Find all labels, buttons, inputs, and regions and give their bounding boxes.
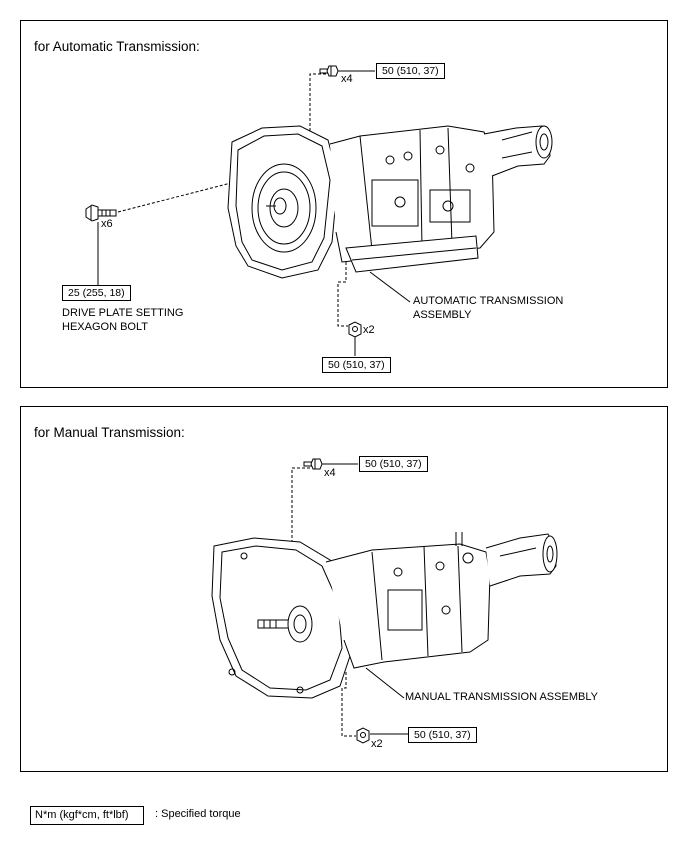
torque-legend-description: : Specified torque — [155, 808, 241, 820]
manual-assembly-leader — [365, 667, 405, 699]
auto-top-torque-box: 50 (510, 37) — [376, 63, 445, 79]
drive-plate-torque-box: 25 (255, 18) — [62, 285, 131, 301]
manual-transmission-panel: for Manual Transmission: — [20, 406, 668, 772]
auto-nut-icon — [348, 321, 362, 338]
auto-top-bolt-qty: x4 — [341, 73, 353, 85]
automatic-transmission-assembly-icon — [227, 125, 553, 279]
manual-top-bolt-icon — [303, 458, 323, 470]
manual-nut-icon — [356, 727, 370, 744]
auto-nut-dashed — [337, 262, 348, 327]
manual-nut-dashed — [341, 672, 356, 737]
manual-assembly-label: MANUAL TRANSMISSION ASSEMBLY — [405, 691, 598, 703]
automatic-panel-title: for Automatic Transmission: — [34, 39, 200, 54]
auto-assembly-label-line2: ASSEMBLY — [413, 309, 472, 321]
auto-assembly-leader — [369, 271, 411, 303]
auto-top-bolt-icon — [319, 65, 339, 77]
manual-nut-torque-box: 50 (510, 37) — [408, 727, 477, 743]
auto-top-dashed — [309, 73, 326, 138]
manual-transmission-assembly-icon — [211, 532, 558, 699]
drive-plate-bolt-qty: x6 — [101, 218, 113, 230]
manual-top-dashed — [291, 467, 310, 542]
torque-unit-legend-box: N*m (kgf*cm, ft*lbf) — [30, 806, 144, 825]
manual-panel-title: for Manual Transmission: — [34, 425, 185, 440]
drive-plate-label-line2: HEXAGON BOLT — [62, 321, 148, 333]
manual-top-bolt-qty: x4 — [324, 467, 336, 479]
auto-assembly-label-line1: AUTOMATIC TRANSMISSION — [413, 295, 564, 307]
auto-nut-qty: x2 — [363, 324, 375, 336]
manual-nut-qty: x2 — [371, 738, 383, 750]
drive-plate-label-line1: DRIVE PLATE SETTING — [62, 307, 184, 319]
manual-top-torque-box: 50 (510, 37) — [359, 456, 428, 472]
auto-nut-torque-box: 50 (510, 37) — [322, 357, 391, 373]
drive-plate-bolt-icon — [85, 204, 117, 222]
